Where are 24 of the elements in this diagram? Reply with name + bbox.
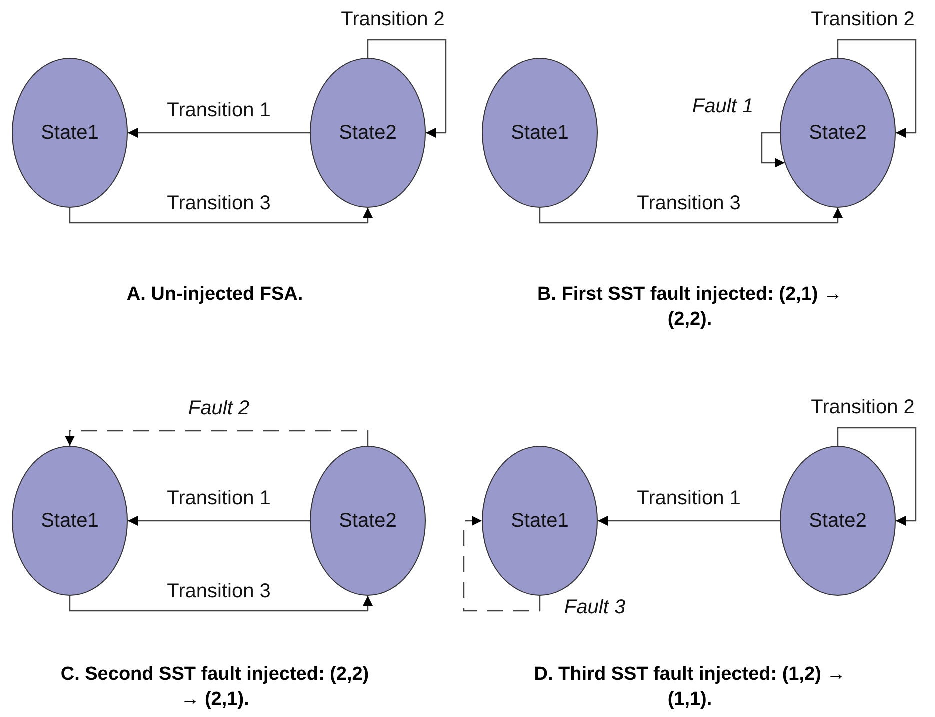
state-ellipse: State1 [12, 446, 128, 596]
arrow [837, 427, 917, 526]
arrow [69, 596, 373, 612]
state-ellipse: State1 [482, 58, 598, 208]
arrow [539, 208, 843, 224]
dashed-arrow [65, 430, 369, 446]
arrow [598, 516, 780, 526]
arrow [837, 39, 917, 138]
arrow [128, 516, 310, 526]
arrow [69, 208, 373, 224]
dashed-arrow [463, 516, 541, 612]
panel-caption: C. Second SST fault injected: (2,2) → (2,1). [60, 663, 370, 712]
state-ellipse: State2 [310, 58, 426, 208]
arrow [367, 39, 447, 138]
state-ellipse: State2 [780, 446, 896, 596]
state-ellipse: State1 [482, 446, 598, 596]
arrow [128, 128, 310, 138]
state-ellipse: State1 [12, 58, 128, 208]
arrow [761, 132, 785, 168]
panel-caption: D. Third SST fault injected: (1,2) → (1,1). [533, 663, 847, 712]
panel-caption: B. First SST fault injected: (2,1) → (2,2). [536, 283, 844, 332]
state-ellipse: State2 [780, 58, 896, 208]
panel-caption: A. Un-injected FSA. [126, 283, 304, 307]
state-ellipse: State2 [310, 446, 426, 596]
